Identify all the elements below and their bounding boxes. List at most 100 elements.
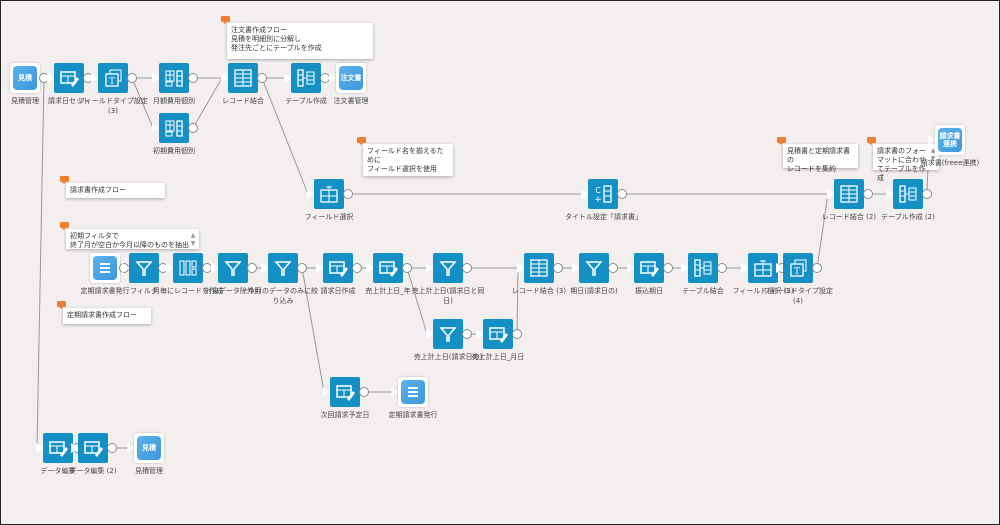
output-port[interactable] [359,387,369,397]
input-port[interactable] [740,262,749,274]
flow-node-filter[interactable]: フィルタ [114,253,174,309]
input-port[interactable] [126,442,135,454]
output-port[interactable] [188,123,198,133]
input-port[interactable] [680,262,689,274]
node-box[interactable] [129,253,159,283]
node-box[interactable] [43,433,73,463]
output-port[interactable] [863,189,873,199]
node-box[interactable]: T [783,253,813,283]
note-aggregate[interactable]: 見積書と定期請求書の レコードを集約 [777,137,858,173]
node-box[interactable] [314,179,344,209]
node-box[interactable] [173,253,203,283]
node-box[interactable]: 見積 [134,433,164,463]
output-port[interactable] [462,329,472,339]
input-port[interactable] [306,188,315,200]
node-box[interactable] [748,253,778,283]
output-port[interactable] [257,73,267,83]
node-box[interactable]: C+ [588,179,618,209]
output-port[interactable] [247,263,257,273]
flow-node-mitsumori2[interactable]: 見積見積管理 [119,433,179,489]
flow-node-kongetsu[interactable]: 今月のデータのみに絞り込み [248,253,318,309]
note-initial-filter[interactable]: 初期フィルタで 終了月が空白か今月以降のものを抽出▲▼ [60,222,199,249]
flow-node-table_sakusei2[interactable]: テーブル作成 (2) [878,179,938,235]
input-port[interactable] [571,262,580,274]
output-port[interactable] [717,263,727,273]
output-port[interactable] [608,263,618,273]
input-port[interactable] [826,188,835,200]
output-port[interactable] [512,329,522,339]
note-recurring-flow[interactable]: 定期請求書作成フロー [57,301,151,324]
input-port[interactable] [46,72,55,84]
note-invoice-flow[interactable]: 請求書作成フロー [60,176,165,198]
input-port[interactable] [260,262,269,274]
node-box[interactable] [634,253,664,283]
output-port[interactable] [922,189,932,199]
output-port[interactable] [553,263,563,273]
input-port[interactable] [475,328,484,340]
output-port[interactable] [663,263,673,273]
node-box[interactable]: 注文書 [336,63,366,93]
flow-node-table_bunkatsu[interactable]: テーブル結合 [673,253,733,309]
input-port[interactable] [322,386,331,398]
flow-node-seikyubi[interactable]: 請求日セット [39,63,99,119]
input-port[interactable] [885,188,894,200]
connection-fieldtype3-shoki[interactable] [131,77,154,129]
output-port[interactable] [343,189,353,199]
flow-node-teiki_hakko2[interactable]: 定期請求書発行 [383,377,443,433]
input-port[interactable] [626,262,635,274]
input-port[interactable] [425,262,434,274]
connection-uriage_tsuki-record_ketsugo3[interactable] [516,267,519,335]
output-port[interactable] [188,73,198,83]
node-box[interactable] [159,113,189,143]
node-box[interactable] [54,63,84,93]
note-order-flow[interactable]: 注文書作成フロー 見積を明細別に分解し 発注先ごとにテーブルを作成 [221,16,373,59]
output-port[interactable] [127,73,137,83]
node-box[interactable] [373,253,403,283]
flow-node-record_ketsugo2[interactable]: レコード結合 (2) [819,179,879,235]
node-box[interactable] [218,253,248,283]
note-invoice-format[interactable]: 請求書のフォーマットに合わせてテーブルを作成▲▼ [867,137,939,182]
flow-node-furikomi[interactable]: 振込期日 [619,253,679,309]
node-box[interactable]: 請求書 連携 [935,125,965,155]
input-port[interactable] [90,72,99,84]
node-box[interactable] [433,253,463,283]
flow-node-kigen[interactable]: 期日(請求日の) [564,253,624,309]
node-box[interactable] [159,63,189,93]
input-port[interactable] [775,262,784,274]
flow-node-mitsumori1[interactable]: 見積見積管理 [1,63,55,119]
flow-node-chumonsho[interactable]: 注文書注文書管理 [321,63,381,119]
node-box[interactable]: 見積 [10,63,40,93]
output-port[interactable] [812,263,822,273]
output-port[interactable] [297,263,307,273]
flow-node-data_henshu2[interactable]: データ編集 (2) [63,433,123,489]
output-port[interactable] [352,263,362,273]
flow-node-title_settei[interactable]: C+タイトル設定「請求書」 [565,179,642,235]
input-port[interactable] [425,328,434,340]
connection-uriage_nen-uriage_igo[interactable] [406,267,428,335]
node-box[interactable] [323,253,353,283]
connection-shoki-record_ketsugo[interactable] [192,77,223,129]
flow-node-uriage_doujitsu[interactable]: 売上計上日(請求日と同日) [412,253,484,309]
input-port[interactable] [210,262,219,274]
flow-node-uriage_nen[interactable]: 売上計上日_年 [358,253,418,309]
node-box[interactable] [291,63,321,93]
connection-record_ketsugo-field_sentaku[interactable] [261,77,309,195]
node-box[interactable] [78,433,108,463]
node-box[interactable] [398,377,428,407]
input-port[interactable] [315,262,324,274]
output-port[interactable] [462,263,472,273]
node-box[interactable] [268,253,298,283]
node-box[interactable]: T [98,63,128,93]
input-port[interactable] [390,386,399,398]
flow-node-uriage_igo[interactable]: 売上計上日(請求日の) [414,319,482,375]
flow-node-tsukigoto[interactable]: 月毎にレコードを作成 [153,253,223,309]
node-box[interactable] [228,63,258,93]
input-port[interactable] [151,122,160,134]
node-box[interactable] [90,253,120,283]
output-port[interactable] [402,263,412,273]
input-port[interactable] [35,442,44,454]
input-port[interactable] [516,262,525,274]
input-port[interactable] [365,262,374,274]
